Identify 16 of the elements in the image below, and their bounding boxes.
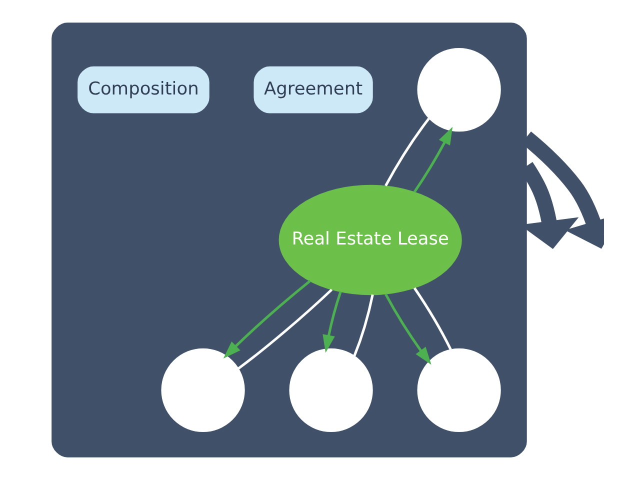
arrow xyxy=(384,294,431,365)
connector xyxy=(352,294,374,356)
node-circle xyxy=(416,48,500,132)
arrow xyxy=(412,126,452,193)
connector xyxy=(237,288,332,370)
node-ellipse: Real Estate Lease xyxy=(278,184,462,296)
node-box: Composition xyxy=(77,66,209,114)
arrow xyxy=(322,291,342,353)
connector xyxy=(384,118,430,186)
node-circle xyxy=(160,348,244,432)
arrow xyxy=(222,280,310,358)
cluster xyxy=(51,22,526,458)
node-box: Agreement xyxy=(253,66,372,114)
node-circle xyxy=(416,348,500,432)
connector xyxy=(412,287,452,350)
node-circle xyxy=(288,348,372,432)
